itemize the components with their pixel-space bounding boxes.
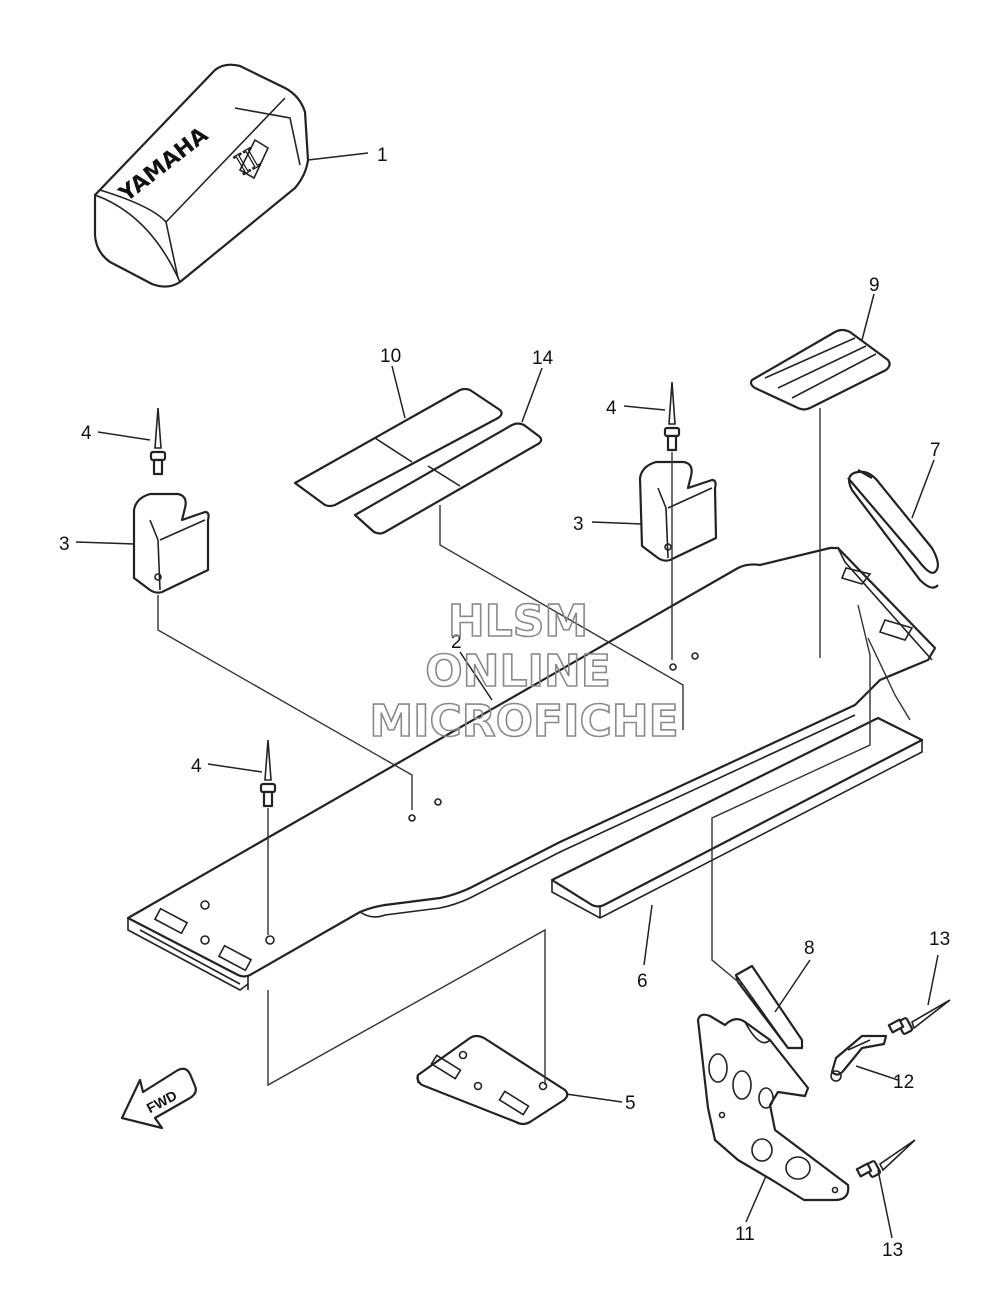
callout-2: 2: [451, 632, 462, 653]
callout-3-right: 3: [573, 514, 584, 535]
callout-6: 6: [637, 971, 648, 992]
clip-part-3-right[interactable]: [638, 460, 718, 562]
forward-direction-arrow: FWD: [120, 1067, 197, 1130]
callout-10: 10: [380, 346, 401, 367]
callout-7: 7: [930, 440, 941, 461]
callout-4-left: 4: [81, 423, 92, 444]
callout-8: 8: [804, 938, 815, 959]
callout-14: 14: [532, 348, 554, 369]
callout-labels: 1 9 10 14 4 4 4 3 3 7 2 6 8 13 12 5 11 1…: [59, 145, 950, 1261]
rivet-part-13-bottom[interactable]: [855, 1139, 916, 1178]
callout-4-bottom: 4: [191, 756, 202, 777]
leader-lines: [75, 152, 939, 1239]
pad-part-6[interactable]: [550, 716, 924, 919]
callout-12: 12: [893, 1072, 914, 1093]
bracket-part-11[interactable]: [696, 1013, 850, 1202]
callout-11: 11: [735, 1224, 755, 1245]
plate-part-5[interactable]: [416, 1034, 569, 1126]
callout-13-top: 13: [929, 929, 950, 950]
decal-part-10[interactable]: [293, 387, 503, 508]
watermark-line-2: ONLINE: [425, 646, 611, 697]
callout-1: 1: [377, 145, 388, 166]
callout-13-bottom: 13: [882, 1240, 903, 1261]
cover-part-1[interactable]: YAMAHA II: [93, 63, 310, 288]
callout-3-left: 3: [59, 534, 70, 555]
watermark: HLSM ONLINE MICROFICHE: [369, 595, 680, 748]
bracket-part-2[interactable]: [126, 546, 937, 991]
assembly-lines: [157, 408, 911, 1087]
rivet-part-4-left[interactable]: [149, 407, 167, 476]
rivet-part-13-top[interactable]: [887, 999, 951, 1035]
callout-4-right: 4: [606, 398, 617, 419]
rivet-part-4-right[interactable]: [663, 381, 681, 452]
watermark-line-1: HLSM: [448, 596, 588, 647]
callout-9: 9: [869, 275, 880, 296]
clip-part-7[interactable]: [847, 469, 939, 589]
pad-part-9[interactable]: [749, 328, 891, 411]
bracket-part-12[interactable]: [830, 1034, 888, 1082]
callout-5: 5: [625, 1093, 636, 1114]
clip-part-3-left[interactable]: [132, 492, 210, 594]
decal-part-14[interactable]: [353, 422, 543, 535]
rivet-part-4-bottom[interactable]: [259, 739, 277, 808]
watermark-line-3: MICROFICHE: [369, 696, 678, 747]
